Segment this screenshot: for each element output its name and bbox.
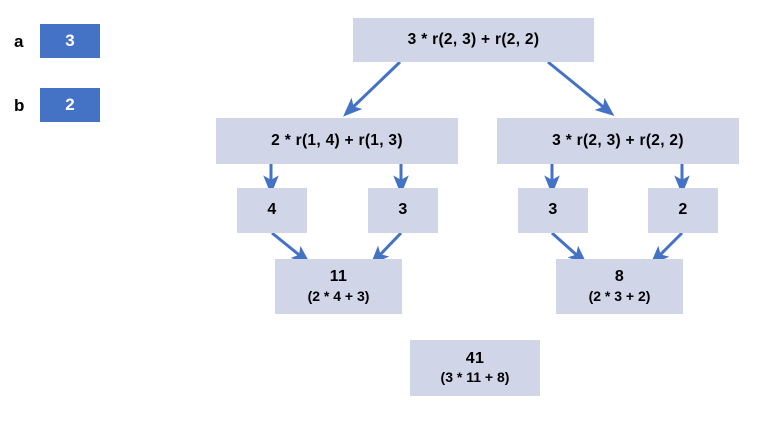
node-final-result-value: 41 (465, 349, 485, 367)
variable-row-b: b 2 (14, 88, 100, 122)
node-leaf-3-value: 3 (548, 201, 558, 219)
node-leaf-1-value: 4 (267, 201, 277, 219)
node-result-left-detail: (2 * 4 + 3) (307, 287, 370, 304)
node-root[interactable]: 3 * r(2, 3) + r(2, 2) (353, 18, 594, 62)
node-result-left-value: 11 (329, 268, 348, 286)
node-leaf-1[interactable]: 4 (237, 188, 307, 233)
variable-value-a: 3 (40, 24, 100, 58)
node-level2-left-expression: 2 * r(1, 4) + r(1, 3) (271, 132, 403, 150)
node-leaf-4-value: 2 (678, 201, 688, 219)
arrow-root-to-left (343, 60, 402, 117)
node-level2-left[interactable]: 2 * r(1, 4) + r(1, 3) (216, 118, 458, 164)
node-result-left[interactable]: 11 (2 * 4 + 3) (275, 259, 402, 314)
arrow-leaf2-to-result1 (370, 231, 403, 265)
variable-value-b: 2 (40, 88, 100, 122)
variable-label-b: b (14, 95, 25, 115)
variable-label-a: a (14, 31, 24, 51)
variable-row-a: a 3 (14, 24, 100, 58)
node-leaf-4[interactable]: 2 (648, 188, 718, 233)
node-leaf-2-value: 3 (398, 201, 408, 219)
node-leaf-2[interactable]: 3 (368, 188, 438, 233)
node-level2-right-expression: 3 * r(2, 3) + r(2, 2) (552, 132, 684, 150)
arrow-leaf3-to-result2 (551, 231, 588, 265)
node-leaf-3[interactable]: 3 (518, 188, 588, 233)
arrow-leaf1-to-result1 (271, 231, 311, 265)
node-result-right-detail: (2 * 3 + 2) (588, 287, 651, 304)
node-final-result-detail: (3 * 11 + 8) (440, 369, 510, 386)
arrow-leaf4-to-result2 (650, 231, 684, 265)
node-root-expression: 3 * r(2, 3) + r(2, 2) (407, 31, 540, 49)
node-result-right[interactable]: 8 (2 * 3 + 2) (556, 259, 683, 314)
node-result-right-value: 8 (614, 268, 625, 286)
node-level2-right[interactable]: 3 * r(2, 3) + r(2, 2) (497, 118, 739, 164)
arrow-root-to-right (547, 60, 615, 117)
node-final-result[interactable]: 41 (3 * 11 + 8) (410, 340, 540, 396)
